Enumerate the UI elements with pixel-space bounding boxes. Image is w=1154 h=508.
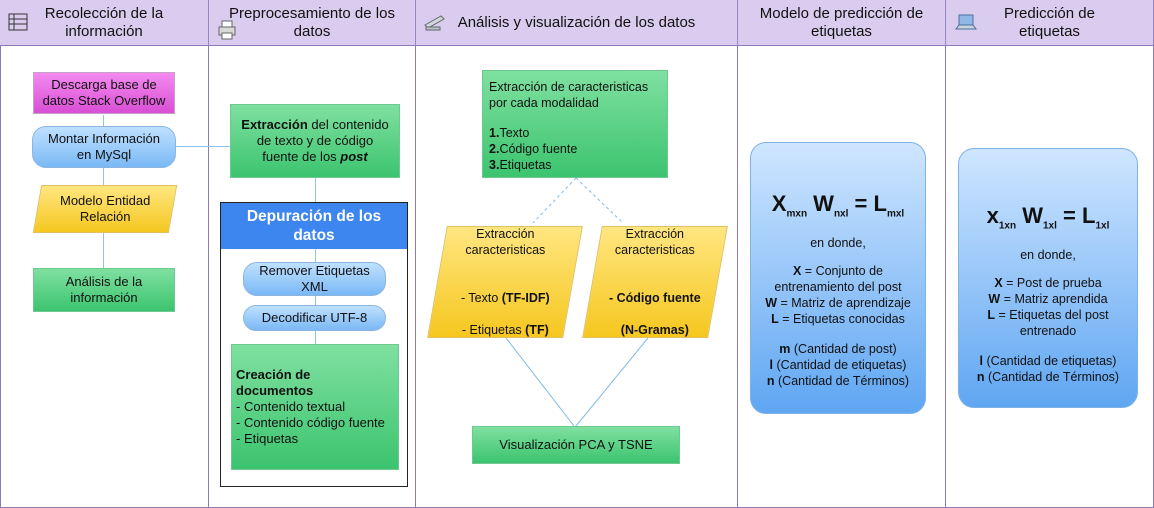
swimlane-icon — [8, 13, 28, 31]
docs-item: - Contenido textual — [236, 399, 346, 414]
header-title: Preprocesamiento de los datos — [229, 4, 395, 40]
training-formula: Xmxn Wnxl = Lmxl — [771, 191, 905, 220]
dim-line: n (Cantidad de Términos) — [976, 370, 1120, 385]
left-line2: - Etiquetas — [461, 323, 525, 337]
def-line: X = Post de prueba — [994, 276, 1102, 291]
connector-line — [315, 249, 316, 349]
header-prediccion: Predicción de etiquetas — [946, 0, 1154, 46]
right-line1: - Código fuente — [609, 291, 701, 305]
def-line: X = Conjunto de entrenamiento del post — [774, 264, 902, 295]
box-label: Descarga base de datos Stack Overflow — [42, 77, 166, 108]
entity-relation-box[interactable]: Modelo Entidad Relación — [32, 185, 178, 233]
box-label: Extracción caracteristicas - Texto (TF-I… — [460, 227, 550, 337]
feat-item: 3.Etiquetas — [489, 158, 552, 172]
remove-tags-box[interactable]: Remover Etiquetas XML — [243, 262, 386, 296]
information-analysis-box[interactable]: Análisis de la información — [33, 268, 175, 312]
content-extraction-box[interactable]: Extracción del contenido de texto y de c… — [230, 104, 400, 178]
docs-item: - Etiquetas — [236, 431, 299, 446]
header-title: Recolección de la información — [44, 4, 164, 40]
feat-item: 1.Texto — [489, 126, 530, 140]
box-label: Remover Etiquetas XML — [259, 263, 370, 294]
right-title: Extracción caracteristicas — [615, 227, 695, 257]
header-preprocesamiento: Preprocesamiento de los datos — [209, 0, 416, 46]
download-stackoverflow-box[interactable]: Descarga base de datos Stack Overflow — [33, 72, 175, 114]
code-features-box[interactable]: Extracción caracteristicas - Código fuen… — [582, 226, 728, 338]
where-label: en donde, — [810, 236, 866, 251]
box-label: Montar Información en MySql — [48, 131, 160, 162]
def-line: W = Matriz de aprendizaje — [765, 296, 911, 311]
analysis-connectors — [505, 177, 649, 427]
dim-line: n (Cantidad de Términos) — [766, 374, 910, 389]
printer-icon — [218, 20, 236, 40]
header-analisis: Análisis y visualización de los datos — [416, 0, 738, 46]
text-features-box[interactable]: Extracción caracteristicas - Texto (TF-I… — [427, 226, 583, 338]
def-line: W = Matriz aprendida — [988, 292, 1108, 307]
where-label: en donde, — [1020, 248, 1076, 263]
mount-mysql-box[interactable]: Montar Información en MySql — [32, 126, 176, 168]
dim-line: l (Cantidad de etiquetas) — [979, 354, 1117, 369]
training-model-capsule[interactable]: Xmxn Wnxl = Lmxl en donde, X = Conjunto … — [750, 142, 926, 414]
extraction-post: post — [340, 149, 368, 164]
cleanup-title-text: Depuración de los datos — [246, 208, 382, 244]
header-modelo: Modelo de predicción de etiquetas — [738, 0, 946, 46]
feat-title: Extracción de caracteristicas por cada m… — [489, 80, 649, 110]
def-line: L = Etiquetas del post entrenado — [987, 308, 1109, 339]
box-label: Modelo Entidad Relación — [59, 193, 151, 224]
dim-line: m (Cantidad de post) — [779, 342, 897, 357]
left-line1: - Texto — [460, 291, 502, 305]
decode-utf8-box[interactable]: Decodificar UTF-8 — [243, 305, 386, 331]
extraction-rest: del contenido de texto y de código fuent… — [256, 117, 389, 164]
feature-extraction-box[interactable]: Extracción de caracteristicas por cada m… — [482, 70, 668, 178]
docs-title: Creación de documentos — [236, 367, 314, 398]
def-line: L = Etiquetas conocidas — [771, 312, 905, 327]
docs-item: - Contenido código fuente — [236, 415, 385, 430]
header-title: Predicción de etiquetas — [1004, 4, 1095, 40]
box-label: Extracción del contenido de texto y de c… — [237, 117, 393, 165]
connector-line — [315, 178, 316, 202]
prediction-capsule[interactable]: x1xn W1xl = L1xl en donde, X = Post de p… — [958, 148, 1138, 408]
prediction-formula: x1xn W1xl = L1xl — [986, 203, 1110, 232]
connector-line — [176, 146, 230, 147]
cleanup-title: Depuración de los datos — [221, 203, 407, 249]
right-line2: (N-Gramas) — [620, 323, 690, 337]
feat-item: 2.Código fuente — [489, 142, 578, 156]
box-label: Análisis de la información — [65, 274, 143, 305]
visualization-box[interactable]: Visualización PCA y TSNE — [472, 426, 680, 464]
header-recoleccion: Recolección de la información — [0, 0, 209, 46]
create-documents-box[interactable]: Creación de documentos - Contenido textu… — [231, 344, 399, 470]
left-title: Extracción caracteristicas — [465, 227, 545, 257]
laptop-icon — [955, 14, 977, 30]
box-label: Extracción caracteristicas - Código fuen… — [609, 210, 701, 354]
header-title: Modelo de predicción de etiquetas — [759, 4, 924, 40]
dim-line: l (Cantidad de etiquetas) — [769, 358, 907, 373]
header-title: Análisis y visualización de los datos — [457, 13, 696, 31]
box-label: Decodificar UTF-8 — [261, 310, 368, 325]
scanner-icon — [424, 15, 445, 31]
extraction-bold: Extracción — [241, 117, 308, 132]
box-label: Visualización PCA y TSNE — [499, 437, 653, 452]
